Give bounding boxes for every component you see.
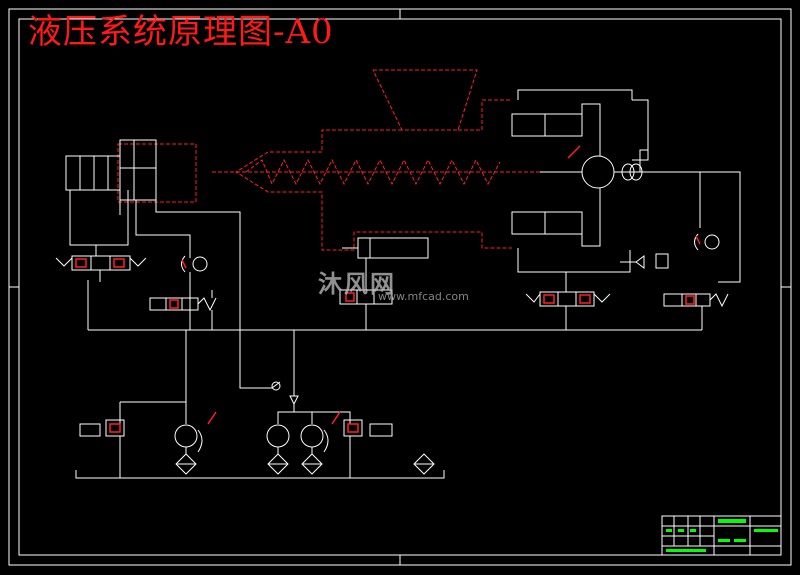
watermark-name: 沐风网: [318, 270, 396, 298]
watermark: 沐风网 www.mfcad.com: [318, 264, 469, 303]
filter-3: [301, 453, 323, 475]
pump-2: [266, 424, 290, 448]
filter-1: [175, 453, 197, 475]
inner-frame: [18, 18, 782, 556]
watermark-url: www.mfcad.com: [378, 290, 469, 303]
hydraulic-motor: [581, 155, 615, 189]
solenoid-valve-right: [663, 293, 683, 307]
relief-valve-right: [343, 419, 363, 437]
check-valve-right: [655, 253, 669, 269]
center-cylinder: [357, 237, 429, 259]
injection-cylinder-lower: [511, 211, 583, 235]
solenoid-valve-left: [149, 297, 167, 311]
throttle-check-valve-right: [704, 234, 720, 250]
left-actuator: [65, 155, 121, 191]
left-directional-valve: [71, 255, 131, 271]
relief-valve-left: [79, 423, 101, 437]
drawing-title: 液压系统原理图-A0: [28, 12, 334, 52]
filter-2: [267, 453, 289, 475]
pump-1: [174, 424, 198, 448]
solenoid-accents: [75, 145, 701, 433]
shuttle-check: [271, 381, 281, 391]
injection-cylinder-upper: [511, 113, 583, 137]
throttle-check-valve-left: [192, 256, 208, 272]
outer-frame: [8, 8, 792, 566]
right-directional-valve: [539, 291, 595, 307]
pump-3: [300, 424, 324, 448]
tank-line: [75, 470, 445, 479]
filter-4: [413, 453, 435, 475]
machine-outline: [117, 69, 540, 251]
title-block-text: [666, 519, 778, 552]
